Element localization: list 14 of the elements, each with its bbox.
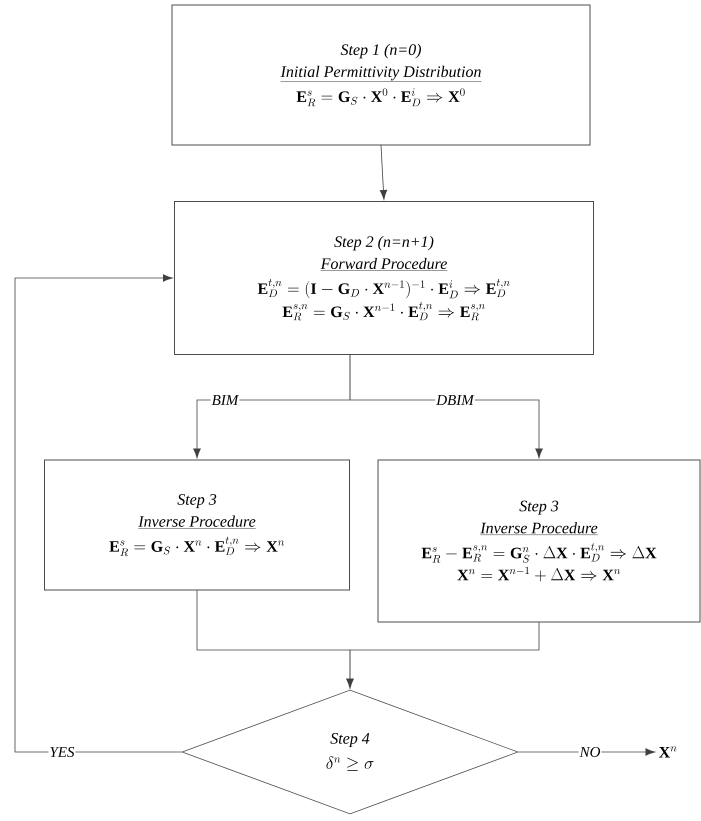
arrow (14, 274, 182, 752)
edge-label: DBIM (435, 394, 475, 406)
edge-label: NO (578, 746, 602, 758)
arrow (346, 622, 540, 688)
output-label: $\mathbf{X}^n$ (659, 746, 676, 758)
arrow (350, 354, 543, 458)
arrow (380, 145, 388, 200)
arrow (518, 748, 656, 756)
edge-label: YES (48, 746, 76, 758)
process-box: Step 3 Inverse Procedure $\mathbf{E}_R^{s}-\mathbf{E}_R^{s,n}=\mathbf{G}_S^{n}\cdot\Delta\mathbf{X}\cdot\mathbf{E}_D^{t,n}\Rightarrow\Delta\mathbf{X}$ $\mathbf{X}^n=\mathbf{X}^{n-1}+\Delta\mathbf{X}\Rightarrow\mathbf{X}^n$ (378, 460, 700, 622)
process-box: Step 1 (n=0) Initial Permittivity Distribution $\mathbf{E}_R^{s}=\mathbf{G}_S\cdot\mathbf{X}^0\cdot\mathbf{E}_D^{i}\Rightarrow\mathbf{X}^0$ (172, 4, 590, 146)
process-box: Step 3 Inverse Procedure $\mathbf{E}_R^{s}=\mathbf{G}_S\cdot\mathbf{X}^n\cdot\mathbf{E}_D^{t,n}\Rightarrow\mathbf{X}^n$ (44, 460, 350, 590)
edge-label: BIM (210, 394, 240, 406)
process-box: Step 2 (n=n+1) Forward Procedure $\mathbf{E}_D^{t,n}=(\mathbf{I}-\mathbf{G}_D\cdot\mathbf{X}^{n-1})^{-1}\cdot\mathbf{E}_D^{i}\Rightarrow\mathbf{E}_D^{t,n}$ $\mathbf{E}_R^{s,n}=\mathbf{G}_S\cdot\mathbf{X}^{n-1}\cdot\mathbf{E}_D^{t,n}\Rightarrow\mathbf{E}_R^{s,n}$ (174, 201, 594, 355)
